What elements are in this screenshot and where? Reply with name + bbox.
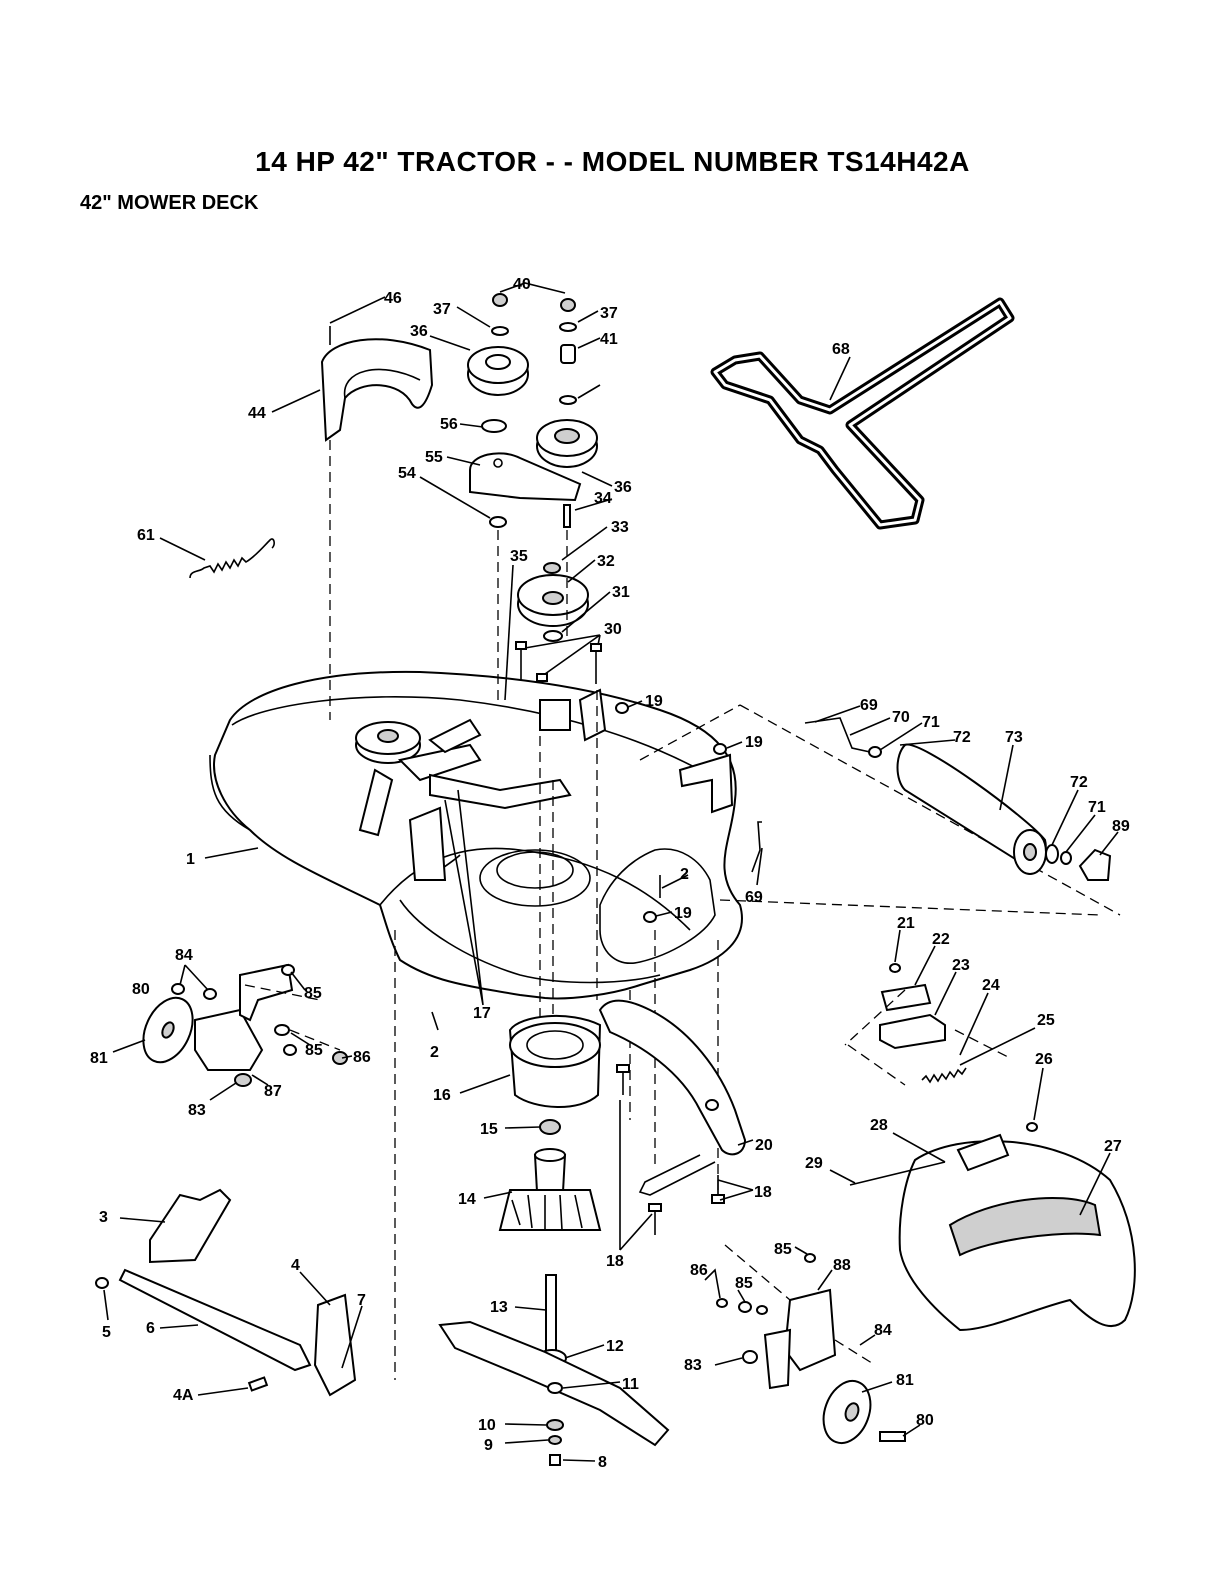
part-label: 86 [690, 1262, 708, 1279]
part-label: 61 [137, 527, 155, 544]
part-label: 31 [612, 584, 630, 601]
deck-lift-link [96, 1190, 355, 1395]
idler-pulley-top [468, 347, 528, 395]
part-label: 21 [897, 915, 915, 932]
part-label: 72 [1070, 774, 1088, 791]
part-label: 6 [146, 1320, 155, 1337]
part-label: 71 [1088, 799, 1106, 816]
part-label: 28 [870, 1117, 888, 1134]
part-label: 36 [614, 479, 632, 496]
part-label: 46 [384, 290, 402, 307]
part-label: 41 [600, 331, 618, 348]
part-label: 11 [622, 1376, 639, 1393]
part-label: 19 [645, 693, 663, 710]
part-label: 69 [745, 889, 763, 906]
part-label: 68 [832, 341, 850, 358]
part-label: 32 [597, 553, 615, 570]
left-gauge-wheel [134, 965, 347, 1086]
part-label: 72 [953, 729, 971, 746]
spindle-assembly [500, 1120, 600, 1230]
part-label: 23 [952, 957, 970, 974]
part-label: 87 [264, 1083, 282, 1100]
part-label: 5 [102, 1324, 111, 1341]
part-label: 89 [1112, 818, 1130, 835]
part-label: 14 [458, 1191, 476, 1208]
part-label: 7 [357, 1292, 366, 1309]
part-label: 55 [425, 449, 443, 466]
part-label: 83 [188, 1102, 206, 1119]
part-label: 4A [173, 1387, 194, 1404]
part-label: 70 [892, 709, 910, 726]
part-label: 19 [745, 734, 763, 751]
part-label: 25 [1037, 1012, 1055, 1029]
part-label: 34 [594, 490, 612, 507]
part-label: 18 [606, 1253, 624, 1270]
part-label: 27 [1104, 1138, 1122, 1155]
part-label: 85 [304, 985, 322, 1002]
front-deck-hanger [600, 1001, 745, 1195]
part-label: 19 [674, 905, 692, 922]
idler-pulley-lower [537, 420, 597, 467]
part-label: 10 [478, 1417, 496, 1434]
part-label: 15 [480, 1121, 498, 1138]
part-label: 83 [684, 1357, 702, 1374]
part-label: 24 [982, 977, 1000, 994]
part-label: 81 [896, 1372, 914, 1389]
part-label: 86 [353, 1049, 371, 1066]
mower-belt [715, 302, 1010, 525]
part-label: 8 [598, 1454, 607, 1471]
part-label: 85 [735, 1275, 753, 1292]
part-label: 2 [680, 866, 689, 883]
part-label: 1 [186, 851, 195, 868]
part-label: 20 [755, 1137, 773, 1154]
belt-cover [322, 326, 432, 440]
part-label: 84 [874, 1322, 892, 1339]
part-label: 3 [99, 1209, 108, 1226]
part-label: 36 [410, 323, 428, 340]
part-label: 73 [1005, 729, 1023, 746]
part-label: 80 [916, 1412, 934, 1429]
part-label: 81 [90, 1050, 108, 1067]
part-label: 85 [305, 1042, 323, 1059]
part-label: 56 [440, 416, 458, 433]
part-label: 16 [433, 1087, 451, 1104]
part-label: 12 [606, 1338, 624, 1355]
part-label: 40 [513, 276, 531, 293]
part-label: 26 [1035, 1051, 1053, 1068]
part-label: 44 [248, 405, 266, 422]
part-label: 22 [932, 931, 950, 948]
part-label: 29 [805, 1155, 823, 1172]
discharge-chute [850, 1123, 1135, 1330]
blade-housing [510, 1016, 600, 1107]
part-label: 30 [604, 621, 622, 638]
part-label: 35 [510, 548, 528, 565]
part-label: 80 [132, 981, 150, 998]
part-label: 69 [860, 697, 878, 714]
part-label: 54 [398, 465, 416, 482]
part-label: 13 [490, 1299, 508, 1316]
part-label: 37 [433, 301, 451, 318]
part-label: 9 [484, 1437, 493, 1454]
part-label: 85 [774, 1241, 792, 1258]
part-label: 4 [291, 1257, 300, 1274]
part-label: 17 [473, 1005, 491, 1022]
part-label: 88 [833, 1257, 851, 1274]
part-label: 71 [922, 714, 940, 731]
part-label: 2 [430, 1044, 439, 1061]
part-label: 33 [611, 519, 629, 536]
part-label: 18 [754, 1184, 772, 1201]
part-label: 37 [600, 305, 618, 322]
part-label: 84 [175, 947, 193, 964]
